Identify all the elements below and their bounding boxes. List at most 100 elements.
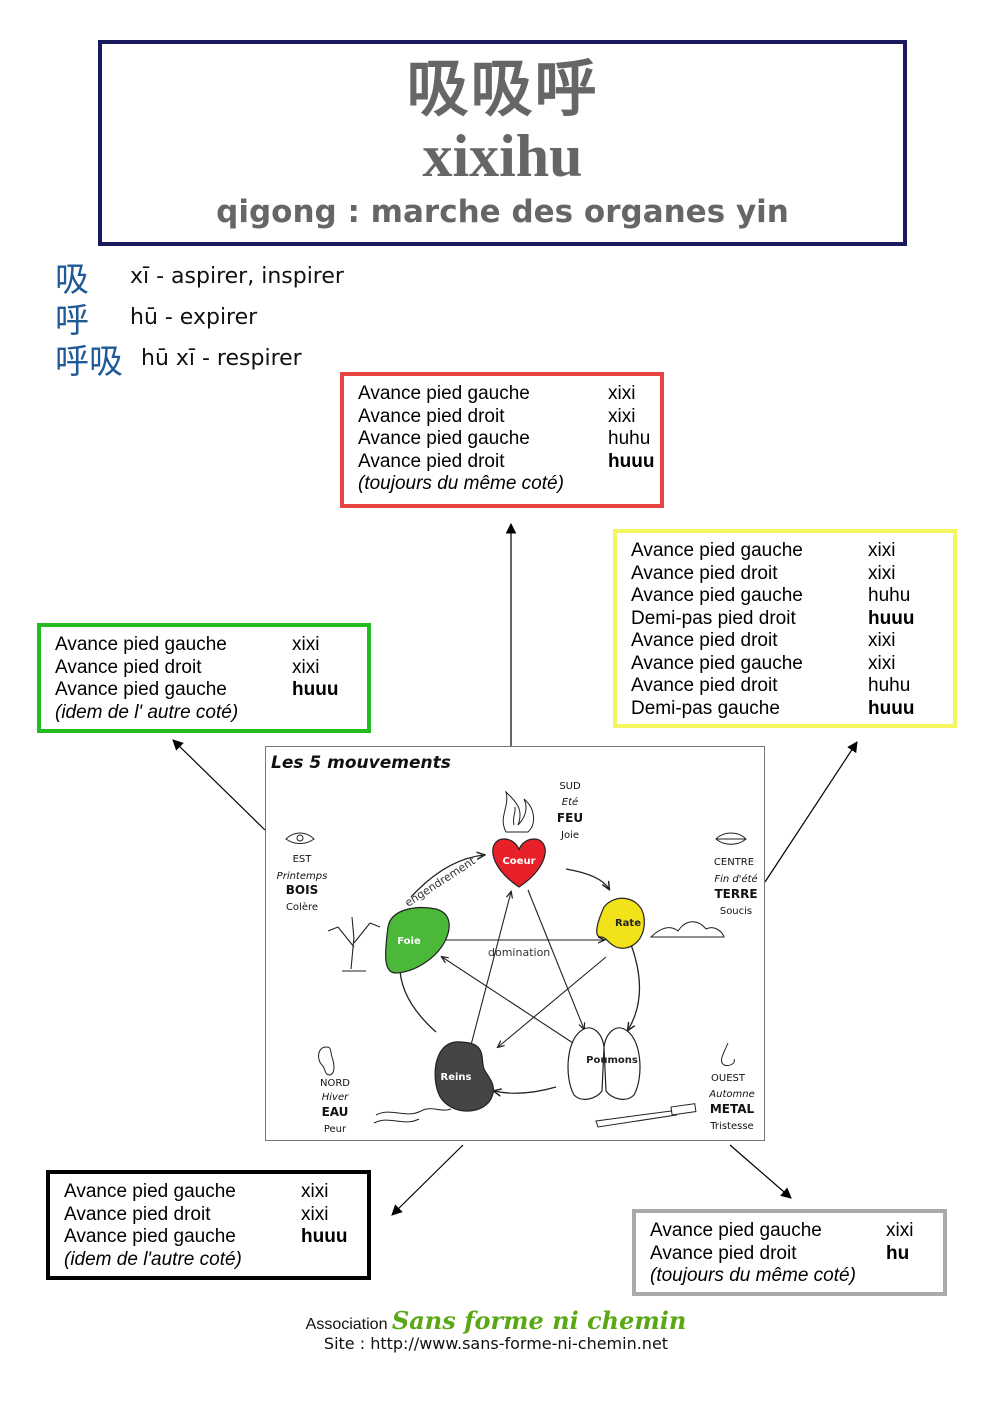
- step-note: (idem de l' autre coté): [55, 701, 239, 723]
- svg-text:Joie: Joie: [560, 830, 579, 841]
- step-label: Avance pied droit: [358, 450, 505, 472]
- control-line: [527, 889, 584, 1029]
- arrow-to-yellow: [764, 741, 858, 883]
- step-row: Avance pied gauche xixi: [55, 634, 355, 657]
- step-sound: huhu: [608, 428, 651, 449]
- step-label: Avance pied gauche: [358, 383, 530, 404]
- step-sound: xixi: [886, 1220, 914, 1241]
- svg-text:NORD: NORD: [320, 1078, 350, 1089]
- step-sound: huuu: [292, 679, 339, 700]
- ear-icon: [318, 1046, 335, 1076]
- water-icon: [373, 1108, 452, 1124]
- glossary-text: hū xī - respirer: [141, 346, 302, 371]
- title-chars: 吸吸呼: [406, 52, 599, 125]
- step-label: Avance pied droit: [631, 562, 778, 584]
- step-row: Avance pied droit huhu: [631, 675, 941, 698]
- svg-text:Peur: Peur: [324, 1124, 347, 1135]
- step-label: Avance pied droit: [631, 675, 778, 696]
- svg-text:EAU: EAU: [322, 1105, 349, 1119]
- liver-shape: [385, 906, 450, 974]
- footer-brand: Sans forme ni chemin: [391, 1306, 687, 1335]
- cycle-arc: [565, 868, 609, 889]
- svg-text:BOIS: BOIS: [286, 883, 318, 897]
- glossary-hanzi: 呼: [55, 301, 89, 341]
- step-sound: huuu: [301, 1226, 348, 1247]
- step-row: Demi-pas gauche huuu: [631, 698, 941, 721]
- lungs-shape: [567, 1027, 641, 1100]
- step-sound: xixi: [868, 652, 896, 674]
- svg-text:Eté: Eté: [562, 796, 578, 808]
- footer-site[interactable]: Site : http://www.sans-forme-ni-chemin.n…: [323, 1334, 669, 1353]
- label-bois: EST Printemps BOIS Colère: [277, 854, 328, 913]
- glossary-text: hū - expirer: [130, 305, 258, 330]
- earth-icon: [649, 921, 725, 938]
- step-label: Demi-pas pied droit: [631, 607, 796, 629]
- footer-prefix: Association: [305, 1316, 388, 1333]
- step-sound: xixi: [608, 405, 636, 427]
- step-row: Avance pied gauche xixi: [650, 1220, 931, 1243]
- title-box: 吸吸呼 xixihu qigong : marche des organes y…: [98, 40, 907, 246]
- svg-text:METAL: METAL: [710, 1102, 755, 1116]
- cycle-arc: [494, 1086, 557, 1093]
- glossary-item: 呼 hū - expirer: [55, 293, 257, 342]
- step-label: Avance pied gauche: [64, 1226, 236, 1247]
- svg-text:FEU: FEU: [557, 811, 583, 825]
- step-label: Avance pied gauche: [631, 652, 803, 674]
- kidney-shape: [434, 1041, 495, 1112]
- svg-text:Automne: Automne: [708, 1089, 754, 1100]
- svg-text:Hiver: Hiver: [322, 1092, 349, 1103]
- svg-text:Tristesse: Tristesse: [709, 1121, 753, 1132]
- step-label: Avance pied gauche: [631, 585, 803, 606]
- spleen-shape: [596, 897, 645, 949]
- nose-icon: [721, 1042, 735, 1066]
- svg-text:OUEST: OUEST: [711, 1073, 746, 1084]
- step-label: Demi-pas gauche: [631, 697, 780, 719]
- sword-icon: [595, 1103, 697, 1128]
- step-sound: huuu: [868, 697, 915, 719]
- step-label: Avance pied droit: [64, 1203, 211, 1225]
- mouth-icon: [715, 832, 747, 845]
- step-label: Avance pied gauche: [631, 540, 803, 561]
- step-sound: huhu: [868, 675, 911, 696]
- step-row: Avance pied gauche huuu: [64, 1226, 355, 1249]
- control-line: [470, 892, 511, 1046]
- arrow-to-black: [391, 1144, 464, 1216]
- step-note: (toujours du même coté): [650, 1265, 856, 1286]
- step-sound: xixi: [292, 634, 320, 655]
- organ-label: Poumons: [586, 1055, 638, 1066]
- diagram-title: Les 5 mouvements: [271, 753, 451, 773]
- step-label: Avance pied droit: [55, 656, 202, 678]
- step-label: Avance pied gauche: [55, 679, 227, 700]
- step-label: Avance pied droit: [631, 630, 778, 651]
- step-label: Avance pied gauche: [650, 1220, 822, 1241]
- five-movements-diagram: Les 5 mouvements engendrement domination…: [265, 746, 765, 1141]
- label-eau: NORD Hiver EAU Peur: [320, 1078, 350, 1135]
- label-metal: OUEST Automne METAL Tristesse: [708, 1073, 754, 1132]
- svg-text:Printemps: Printemps: [277, 871, 328, 882]
- svg-text:SUD: SUD: [559, 781, 581, 792]
- step-sound: huhu: [868, 585, 911, 606]
- step-note: (toujours du même coté): [358, 473, 564, 494]
- step-sound: hu: [886, 1242, 910, 1264]
- arrow-to-green: [172, 739, 266, 831]
- footer-association: Association Sans forme ni chemin: [0, 1306, 992, 1335]
- step-label: Avance pied gauche: [55, 634, 227, 655]
- eye-icon: [285, 832, 315, 844]
